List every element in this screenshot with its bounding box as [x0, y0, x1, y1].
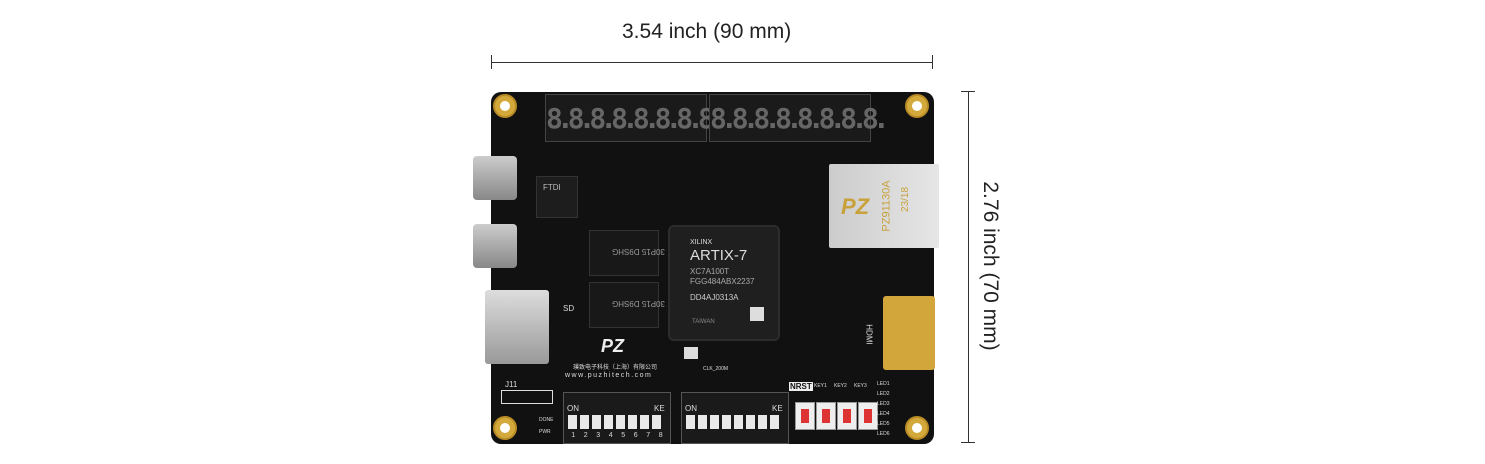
website-url: www.puzhitech.com [565, 372, 653, 379]
oscillator [684, 347, 698, 359]
height-dimension-line [968, 91, 969, 442]
usb-c-port [473, 224, 517, 268]
sd-card-slot [485, 290, 549, 364]
jtag-header-j11 [501, 390, 553, 404]
key3-button[interactable] [858, 402, 878, 430]
mounting-hole [905, 94, 929, 118]
dip-switch-bank-2[interactable]: ON KE [681, 392, 789, 444]
hdmi-port [883, 296, 935, 370]
width-dimension-tick-left [491, 55, 492, 69]
nrst-button[interactable] [795, 402, 815, 430]
company-name: 璞致电子科技（上海）有限公司 [573, 365, 658, 371]
width-dimension-label: 3.54 inch (90 mm) [622, 20, 792, 43]
seven-segment-display-right: 8.8.8.8.8.8.8.8. [709, 94, 890, 142]
ddr-memory-chip: 30P15 D9SHG [589, 230, 665, 276]
height-dimension-tick-top [961, 91, 975, 92]
pz-logo: PZ [601, 336, 625, 356]
qr-code [750, 307, 764, 321]
mounting-hole [493, 94, 517, 118]
ftdi-chip: FTDI [536, 176, 578, 218]
dip-switch-bank-1[interactable]: ON KE [563, 392, 671, 444]
fpga-board: 8.8.8.8.8.8.8.8. 8.8.8.8.8.8.8.8. FTDI S… [473, 92, 939, 444]
ethernet-rj45-jack: PZ PZ91130A 23/18 [829, 164, 939, 248]
artix-7-fpga-chip: XILINX ARTIX-7 XC7A100T FGG484ABX2237 DD… [668, 225, 780, 341]
mounting-hole [905, 416, 929, 440]
height-dimension-tick-bottom [961, 442, 975, 443]
key1-button[interactable] [816, 402, 836, 430]
key2-button[interactable] [837, 402, 857, 430]
mounting-hole [493, 416, 517, 440]
usb-c-port [473, 156, 517, 200]
width-dimension-line [491, 62, 932, 63]
seven-segment-display-left: 8.8.8.8.8.8.8.8. [545, 94, 726, 142]
ddr-memory-chip: 30P15 D9SHG [589, 282, 665, 328]
height-dimension-label: 2.76 inch (70 mm) [979, 181, 1002, 351]
width-dimension-tick-right [932, 55, 933, 69]
